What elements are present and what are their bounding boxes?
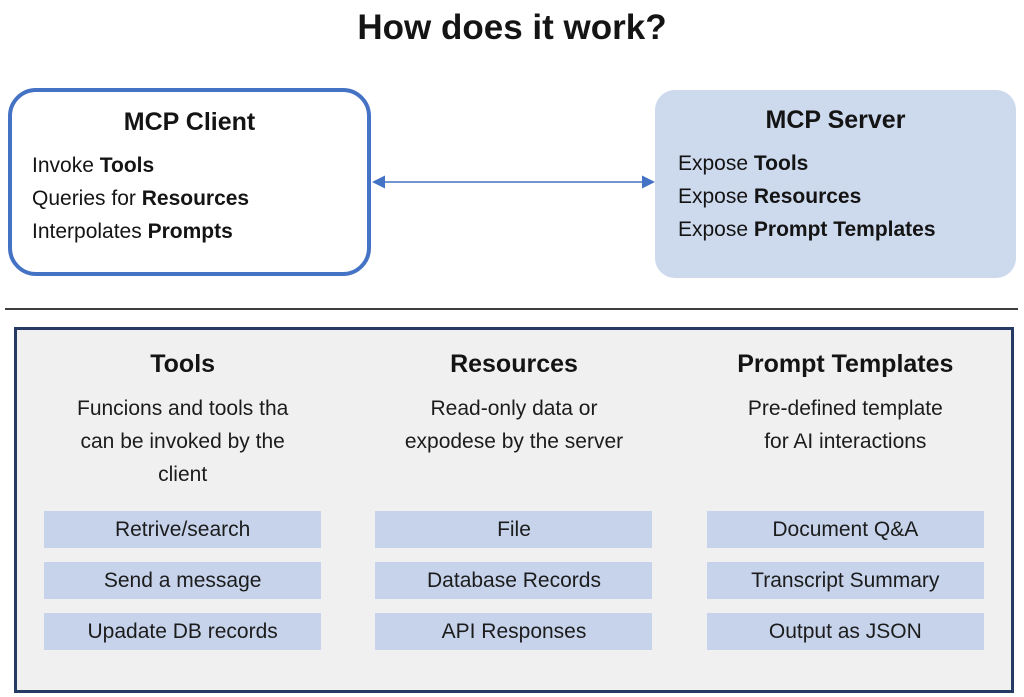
chip-transcript-summary: Transcript Summary bbox=[706, 562, 984, 599]
server-line-expose-prompt-templates: Expose Prompt Templates bbox=[678, 218, 936, 241]
column-prompt-templates-description: Pre-defined template for AI interactions bbox=[747, 397, 943, 453]
client-server-arrow bbox=[371, 170, 656, 194]
chip-send-message: Send a message bbox=[44, 562, 322, 599]
column-resources-chips: File Database Records API Responses bbox=[348, 511, 679, 650]
column-tools: Tools Funcions and tools tha can be invo… bbox=[17, 330, 348, 690]
server-line-expose-tools: Expose Tools bbox=[678, 152, 809, 175]
details-panel: Tools Funcions and tools tha can be invo… bbox=[14, 327, 1014, 693]
column-resources: Resources Read-only data or expodese by … bbox=[348, 330, 679, 690]
client-line-invoke-tools: Invoke Tools bbox=[32, 154, 155, 177]
horizontal-divider bbox=[5, 308, 1018, 310]
column-tools-description: Funcions and tools tha can be invoked by… bbox=[77, 397, 289, 486]
client-line-interpolates-prompts: Interpolates Prompts bbox=[32, 220, 233, 243]
chip-api-responses: API Responses bbox=[375, 613, 653, 650]
chip-output-as-json: Output as JSON bbox=[706, 613, 984, 650]
column-prompt-templates-header: Prompt Templates bbox=[737, 350, 954, 378]
column-prompt-templates-chips: Document Q&A Transcript Summary Output a… bbox=[680, 511, 1011, 650]
page-title: How does it work? bbox=[357, 8, 667, 47]
mcp-client-lines: Invoke Tools Queries for Resources Inter… bbox=[12, 149, 367, 248]
mcp-server-lines: Expose Tools Expose Resources Expose Pro… bbox=[655, 147, 1016, 246]
mcp-server-box: MCP Server Expose Tools Expose Resources… bbox=[655, 90, 1016, 278]
mcp-client-title: MCP Client bbox=[123, 108, 256, 136]
column-resources-header: Resources bbox=[450, 350, 578, 378]
chip-update-db-records: Upadate DB records bbox=[44, 613, 322, 650]
column-prompt-templates: Prompt Templates Pre-defined template fo… bbox=[680, 330, 1011, 690]
chip-file: File bbox=[375, 511, 653, 548]
mcp-server-title: MCP Server bbox=[765, 106, 906, 134]
mcp-client-box: MCP Client Invoke Tools Queries for Reso… bbox=[8, 88, 371, 276]
column-tools-chips: Retrive/search Send a message Upadate DB… bbox=[17, 511, 348, 650]
chip-database-records: Database Records bbox=[375, 562, 653, 599]
chip-document-qa: Document Q&A bbox=[706, 511, 984, 548]
client-line-queries-resources: Queries for Resources bbox=[32, 187, 250, 210]
chip-retrieve-search: Retrive/search bbox=[44, 511, 322, 548]
column-tools-header: Tools bbox=[150, 350, 216, 378]
server-line-expose-resources: Expose Resources bbox=[678, 185, 862, 208]
column-resources-description: Read-only data or expodese by the server bbox=[404, 397, 624, 453]
double-arrow-icon bbox=[372, 175, 655, 189]
